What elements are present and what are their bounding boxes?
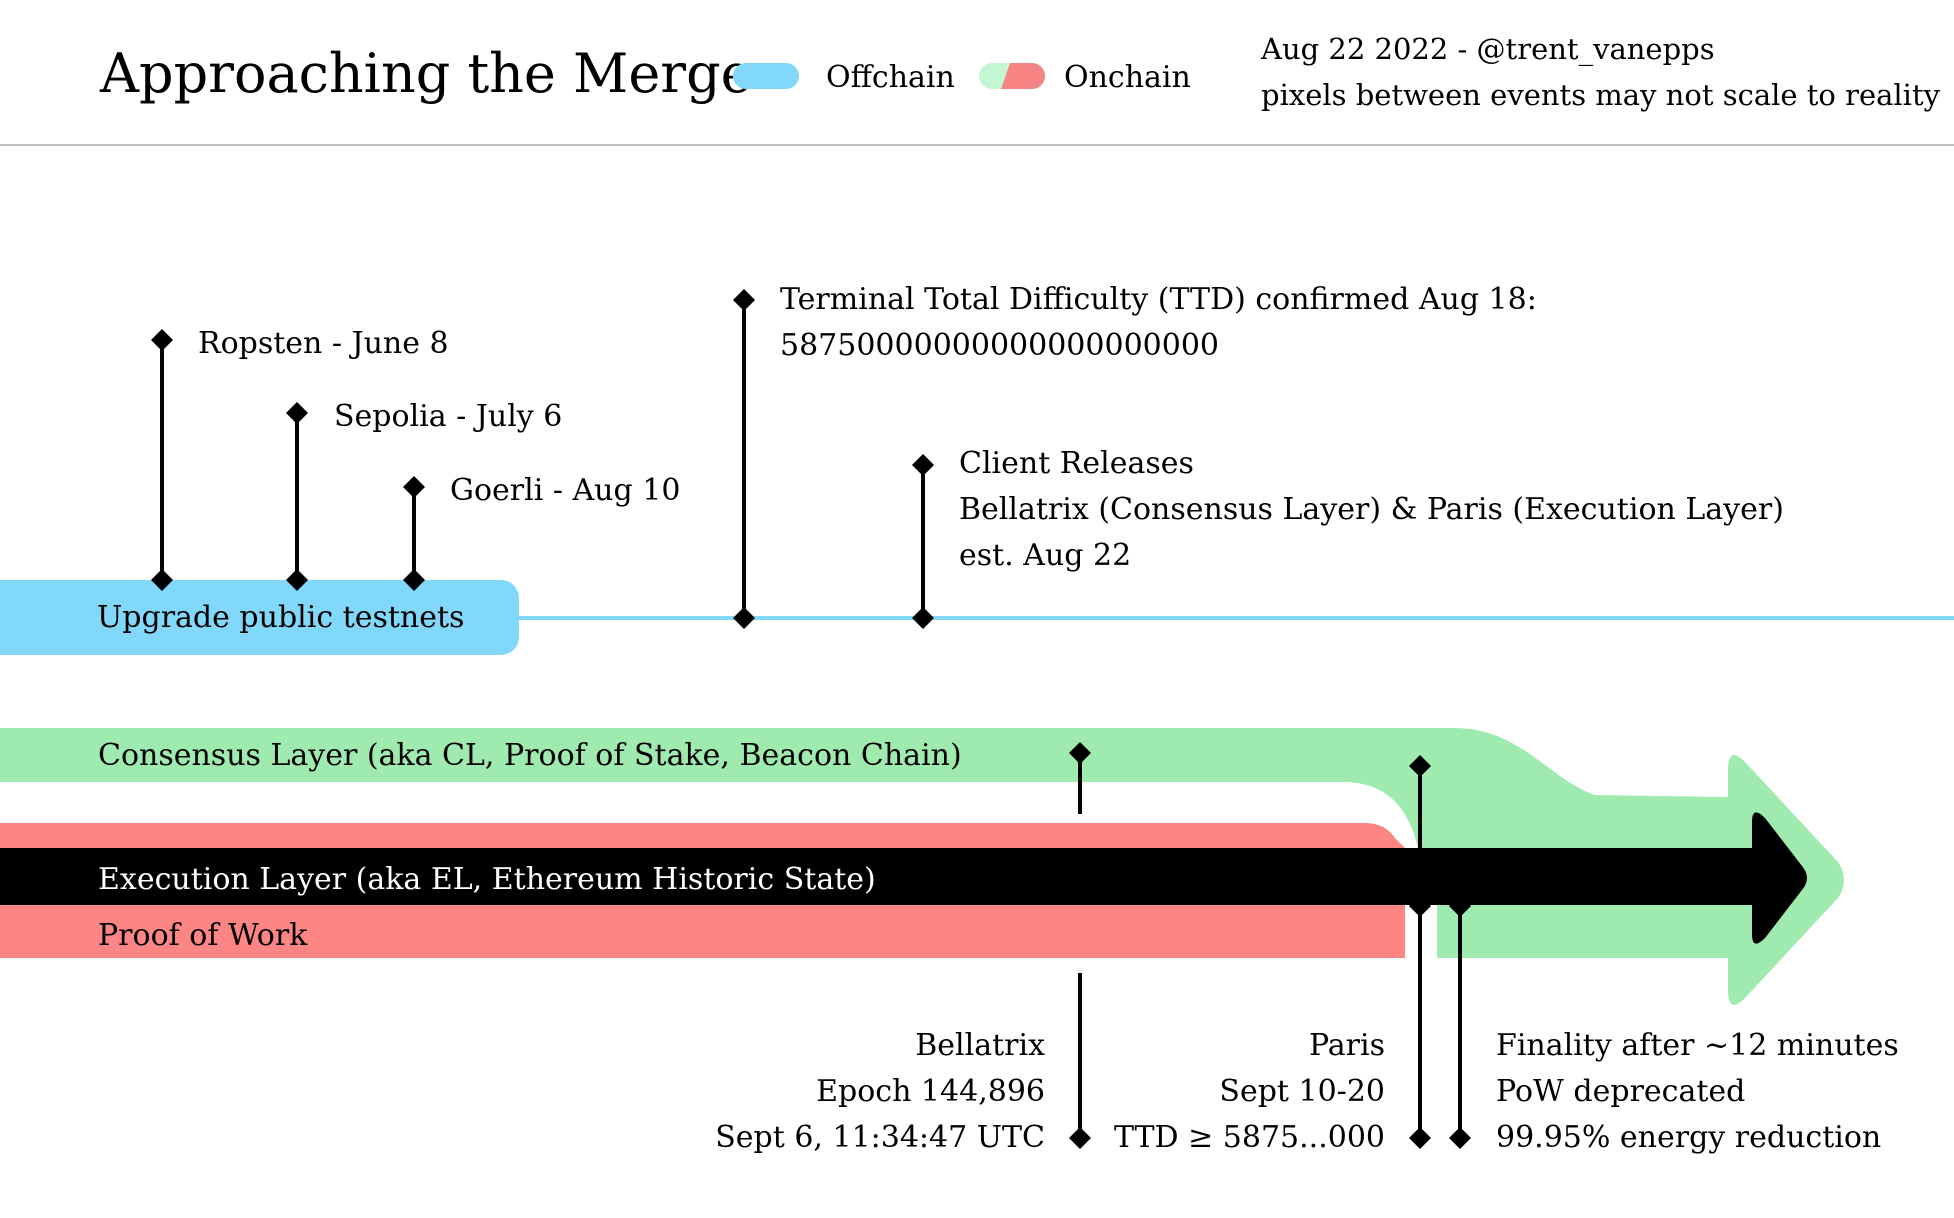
client-releases-line2: Bellatrix (Consensus Layer) & Paris (Exe…: [959, 492, 1784, 527]
ropsten-marker: Ropsten - June 8: [151, 326, 449, 591]
finality-marker: Finality after ~12 minutes PoW deprecate…: [1449, 895, 1899, 1155]
legend-onchain: Onchain: [979, 60, 1191, 95]
client-releases-marker: Client Releases Bellatrix (Consensus Lay…: [912, 446, 1784, 629]
bellatrix-marker: Bellatrix Epoch 144,896 Sept 6, 11:34:47…: [715, 742, 1091, 1155]
ttd-label-line1: Terminal Total Difficulty (TTD) confirme…: [780, 282, 1537, 317]
finality-line2: PoW deprecated: [1496, 1074, 1745, 1109]
upgrade-testnets-band: [0, 580, 519, 655]
client-releases-line3: est. Aug 22: [959, 538, 1131, 573]
execution-layer-arrow: [0, 812, 1807, 944]
sepolia-marker: Sepolia - July 6: [286, 399, 562, 591]
ttd-marker: Terminal Total Difficulty (TTD) confirme…: [733, 282, 1537, 629]
bellatrix-line3: Sept 6, 11:34:47 UTC: [715, 1120, 1045, 1155]
paris-line3: TTD ≥ 5875...000: [1114, 1120, 1385, 1155]
execution-layer-label: Execution Layer (aka EL, Ethereum Histor…: [98, 862, 876, 897]
finality-line1: Finality after ~12 minutes: [1496, 1028, 1899, 1063]
onchain-track: Consensus Layer (aka CL, Proof of Stake,…: [0, 728, 1899, 1155]
offchain-track: Upgrade public testnets Ropsten - June 8…: [0, 282, 1954, 655]
offchain-legend-swatch: [733, 63, 799, 89]
paris-marker: Paris Sept 10-20 TTD ≥ 5875...000: [1114, 755, 1431, 1155]
ttd-label-line2: 58750000000000000000000: [780, 328, 1219, 363]
proof-of-work-label: Proof of Work: [98, 918, 308, 953]
client-releases-line1: Client Releases: [959, 446, 1194, 481]
onchain-legend-swatch: [979, 63, 1045, 89]
legend-offchain: Offchain: [733, 60, 955, 95]
page-title: Approaching the Merge: [99, 42, 753, 105]
scale-note: pixels between events may not scale to r…: [1261, 78, 1941, 112]
consensus-layer-label: Consensus Layer (aka CL, Proof of Stake,…: [98, 738, 962, 773]
ropsten-label: Ropsten - June 8: [198, 326, 449, 361]
upgrade-testnets-label: Upgrade public testnets: [97, 600, 464, 635]
sepolia-label: Sepolia - July 6: [334, 399, 562, 434]
byline: Aug 22 2022 - @trent_vanepps: [1260, 32, 1715, 67]
finality-line3: 99.95% energy reduction: [1496, 1120, 1881, 1155]
goerli-marker: Goerli - Aug 10: [403, 473, 680, 591]
paris-line1: Paris: [1309, 1028, 1385, 1063]
header: Approaching the Merge Offchain Onchain A…: [0, 32, 1954, 146]
bellatrix-line2: Epoch 144,896: [816, 1074, 1045, 1109]
onchain-legend-label: Onchain: [1064, 60, 1191, 95]
goerli-label: Goerli - Aug 10: [450, 473, 680, 508]
offchain-legend-label: Offchain: [826, 60, 955, 95]
bellatrix-line1: Bellatrix: [915, 1028, 1045, 1063]
paris-line2: Sept 10-20: [1219, 1074, 1385, 1109]
